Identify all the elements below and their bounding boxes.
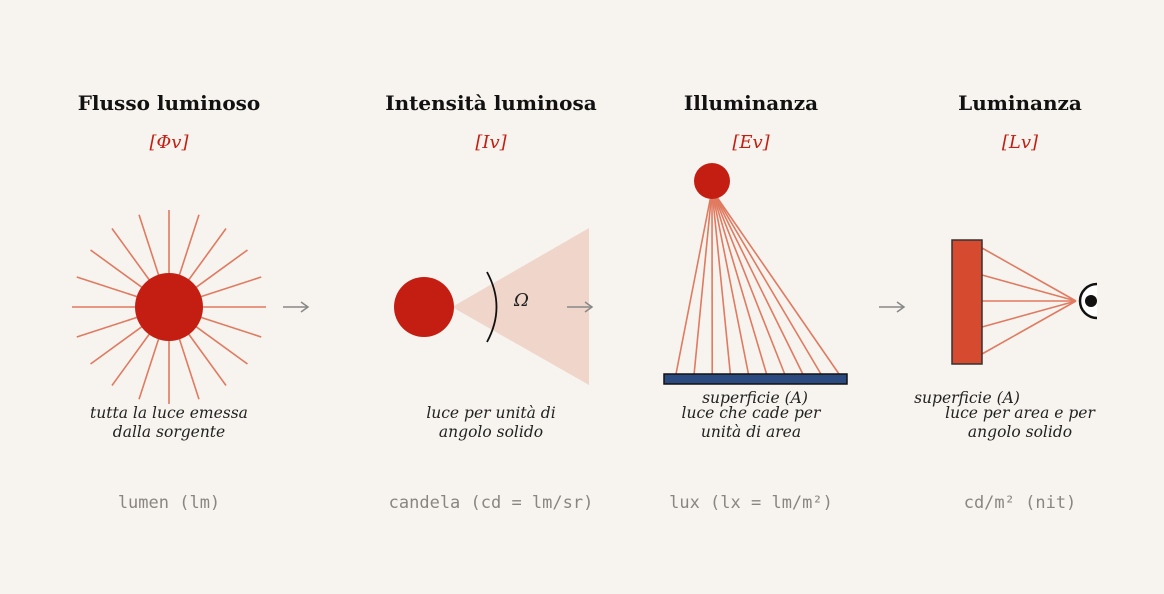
luminance-ray <box>981 274 1077 302</box>
panel-symbol-illuminanza: [Ev] <box>732 132 770 153</box>
flux-light-source <box>135 273 203 341</box>
panel-desc-flusso-line2: dalla sorgente <box>113 423 225 441</box>
illuminance-ray <box>711 189 804 375</box>
flux-ray <box>187 228 227 282</box>
luminance-rays <box>981 247 1077 355</box>
illuminance-ray <box>693 189 713 375</box>
illuminance-ray <box>711 189 822 375</box>
illuminated-surface <box>663 373 848 385</box>
flux-ray <box>76 276 139 298</box>
panel-desc-intensita-line2: angolo solido <box>439 423 543 441</box>
flux-ray <box>194 249 248 289</box>
panel-title-luminanza: Luminanza <box>958 91 1082 115</box>
panel-desc-luminanza-line1: luce per area e per <box>945 404 1096 422</box>
panel-symbol-flusso: [Φv] <box>150 132 190 153</box>
illuminance-ray <box>711 189 768 375</box>
flux-ray <box>178 214 200 277</box>
flux-ray <box>199 316 262 338</box>
solid-angle-arc <box>486 271 498 343</box>
illuminance-ray <box>675 189 713 375</box>
flux-ray <box>76 316 139 338</box>
panel-symbol-intensita: [Iv] <box>475 132 507 153</box>
solid-angle-cone <box>452 228 589 385</box>
luminance-ray <box>981 300 1077 355</box>
panel-desc-luminanza-line2: angolo solido <box>968 423 1072 441</box>
eye-icon <box>1078 282 1098 320</box>
panel-title-flusso: Flusso luminoso <box>78 91 261 115</box>
flux-ray <box>111 228 151 282</box>
illuminance-light-source <box>694 163 730 199</box>
flux-ray <box>178 337 200 400</box>
flux-ray <box>138 214 160 277</box>
flux-ray <box>90 325 144 365</box>
flux-rays <box>72 210 266 404</box>
panel-title-intensita: Intensità luminosa <box>385 91 596 115</box>
illuminance-ray <box>711 189 750 375</box>
intensity-light-source <box>394 277 454 337</box>
luminance-ray <box>981 247 1077 302</box>
flux-ray <box>90 249 144 289</box>
panel-unit-illuminanza: lux (lx = lm/m²) <box>669 493 833 513</box>
solid-angle-label: Ω <box>513 290 529 311</box>
arrow-right-icon <box>879 301 906 313</box>
panel-desc-illuminanza-line2: unità di area <box>701 423 801 441</box>
panel-unit-flusso: lumen (lm) <box>118 493 220 513</box>
illuminance-ray <box>711 189 840 375</box>
panel-desc-illuminanza-line1: luce che cade per <box>682 404 823 422</box>
flux-ray <box>187 332 227 386</box>
arrow-right-icon <box>567 301 594 313</box>
illuminance-ray <box>711 189 786 375</box>
panel-symbol-luminanza: [Lv] <box>1002 132 1039 153</box>
panel-unit-luminanza: cd/m² (nit) <box>964 493 1077 513</box>
flux-ray <box>138 337 160 400</box>
surface-label-illuminanza: superficie (A) <box>702 389 808 407</box>
flux-ray <box>199 276 262 298</box>
flux-ray <box>111 332 151 386</box>
luminance-ray <box>981 300 1077 328</box>
panel-title-illuminanza: Illuminanza <box>684 91 818 115</box>
flux-ray <box>194 325 248 365</box>
arrow-right-icon <box>283 301 310 313</box>
illuminance-rays <box>675 189 840 375</box>
emitting-surface <box>951 239 983 365</box>
illuminance-ray <box>711 189 732 375</box>
panel-desc-intensita-line1: luce per unità di <box>426 404 555 422</box>
panel-desc-flusso-line1: tutta la luce emessa <box>90 404 248 422</box>
surface-label-luminanza: superficie (A) <box>914 389 1020 407</box>
panel-unit-intensita: candela (cd = lm/sr) <box>389 493 594 513</box>
